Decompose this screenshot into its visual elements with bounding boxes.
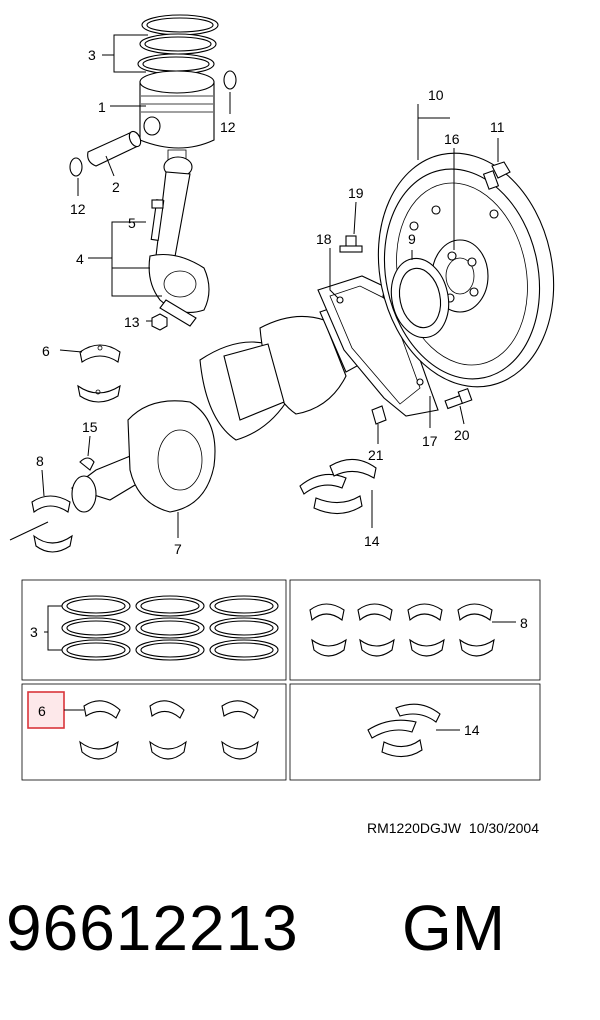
panel-bearings-top-label: 8	[520, 615, 528, 631]
callout-14: 14	[364, 533, 380, 549]
callout-labels: 3 1 12 2 12 5 4 13 6 15 8 7 14 10 16 11 …	[36, 47, 505, 557]
rod-bolt	[150, 199, 165, 241]
circlip-left	[69, 157, 83, 177]
thrust-set	[367, 703, 460, 758]
callout-3: 3	[88, 47, 96, 63]
callout-4: 4	[76, 251, 84, 267]
retainer-bolt	[339, 235, 363, 253]
part-number: 96612213	[6, 892, 299, 964]
callout-19: 19	[348, 185, 364, 201]
callout-11: 11	[490, 119, 505, 135]
brand-name: GM	[402, 892, 506, 964]
panel-bearings-top	[289, 579, 541, 681]
callout-1: 1	[98, 99, 106, 115]
bearing-set-top	[309, 603, 516, 657]
reference-code: RM1220DGJW 10/30/2004	[367, 820, 539, 836]
dowel-pin	[371, 405, 387, 425]
callout-20: 20	[454, 427, 470, 443]
panel-rings-label: 3	[30, 624, 38, 640]
piston	[139, 70, 215, 161]
callout-15: 15	[82, 419, 98, 435]
panel-bearings-bottom-label: 6	[38, 703, 46, 719]
callout-12-right: 12	[220, 119, 236, 135]
rear-seal-retainer	[317, 275, 439, 417]
panel-thrust	[289, 683, 541, 781]
bearing-set-bottom	[79, 700, 259, 760]
leader-lines	[9, 34, 499, 541]
woodruff-key	[79, 457, 95, 471]
ring-sets	[44, 595, 279, 661]
callout-16: 16	[444, 131, 460, 147]
highlight-box	[27, 691, 65, 729]
callout-12-left: 12	[70, 201, 86, 217]
panel-bearings-bottom	[21, 683, 287, 781]
panel-thrust-label: 14	[464, 722, 480, 738]
cover-bolt	[444, 387, 473, 410]
callout-5: 5	[128, 215, 136, 231]
flywheel-bolt	[482, 161, 511, 190]
callout-17: 17	[422, 433, 438, 449]
thrust-washers-14	[299, 458, 377, 515]
callout-18: 18	[316, 231, 332, 247]
callout-6: 6	[42, 343, 50, 359]
callout-7: 7	[174, 541, 182, 557]
piston-pin	[87, 130, 142, 167]
callout-8: 8	[36, 453, 44, 469]
circlip-right	[223, 70, 237, 90]
bearing-shells-6	[77, 344, 121, 403]
piston-rings	[137, 14, 219, 75]
callout-2: 2	[112, 179, 120, 195]
spacer-ring	[390, 257, 450, 339]
callout-10: 10	[428, 87, 444, 103]
bearing-shells-8	[31, 495, 73, 553]
callout-21: 21	[368, 447, 384, 463]
panel-rings	[21, 579, 287, 681]
callout-9: 9	[408, 231, 416, 247]
callout-13: 13	[124, 314, 140, 330]
rod-nut	[151, 313, 168, 331]
connecting-rod	[148, 156, 210, 327]
